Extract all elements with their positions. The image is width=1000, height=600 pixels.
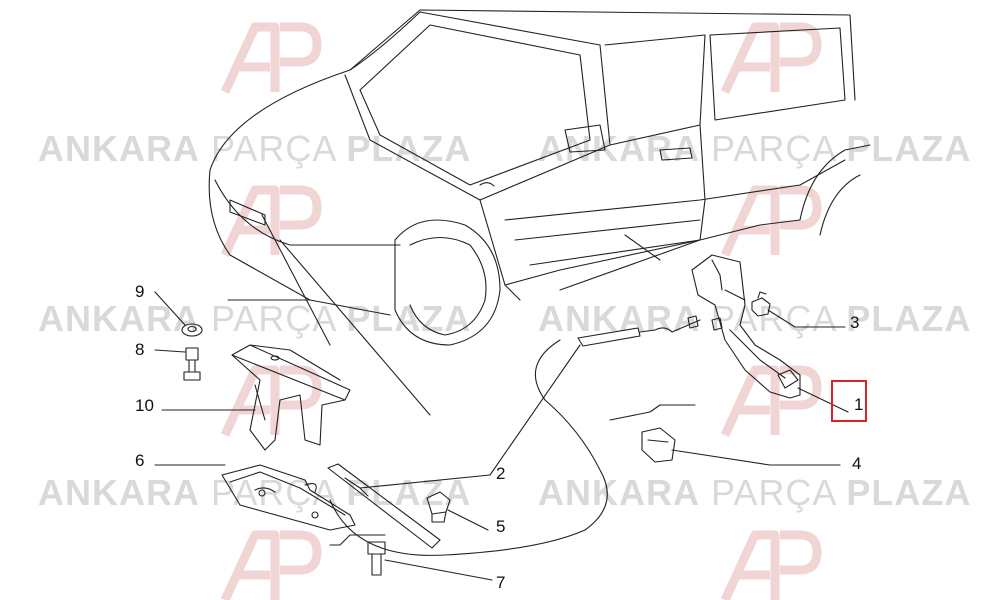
callout-6[interactable]: 6 [135, 451, 145, 470]
callout-leader-2b [489, 344, 581, 476]
part-connector [641, 427, 676, 463]
part-bolt-7 [367, 541, 386, 576]
part-bracket [231, 344, 351, 451]
callout-3[interactable]: 3 [850, 313, 860, 332]
part-grommet [426, 491, 451, 523]
part-clip [751, 291, 771, 317]
callout-4[interactable]: 4 [852, 454, 862, 473]
callout-leader-9 [154, 291, 186, 326]
callout-leader-4 [671, 449, 841, 466]
part-washer [181, 323, 203, 337]
callout-leader-3 [767, 309, 846, 328]
watermark-logo [220, 185, 322, 257]
part-plate [221, 464, 356, 531]
watermark-logo [720, 365, 822, 437]
leader-line [279, 239, 431, 416]
callout-1[interactable]: 1 [854, 395, 864, 414]
watermark-text: ANKARA PARÇA PLAZA [38, 128, 472, 169]
watermark-text: ANKARA PARÇA PLAZA [538, 472, 972, 513]
callout-leader-1 [797, 387, 849, 413]
callout-2[interactable]: 2 [496, 464, 506, 483]
part-cable [327, 315, 701, 556]
callout-8[interactable]: 8 [135, 340, 145, 359]
callout-10[interactable]: 10 [135, 396, 154, 415]
watermark-logo [720, 530, 822, 600]
watermark-logo [220, 530, 322, 600]
watermark-text: ANKARA PARÇA PLAZA [538, 128, 972, 169]
callout-leader-7 [384, 559, 493, 581]
watermark-logo [720, 22, 822, 94]
callout-leader-5 [447, 509, 489, 531]
leader-line [261, 214, 331, 346]
guide-line [609, 404, 696, 421]
guide-line [329, 534, 386, 546]
callout-5[interactable]: 5 [496, 517, 506, 536]
leader-line [559, 239, 701, 291]
part-bolt [183, 347, 201, 381]
callout-9[interactable]: 9 [135, 282, 145, 301]
highlight-box [831, 380, 867, 422]
callout-leader-2 [359, 474, 491, 489]
part-lever [691, 254, 801, 399]
callout-7[interactable]: 7 [496, 573, 506, 592]
car-outline [208, 9, 871, 346]
watermark-logo [220, 22, 322, 94]
watermark-text: ANKARA PARÇA PLAZA [38, 298, 472, 339]
callout-leader-8 [154, 349, 186, 353]
